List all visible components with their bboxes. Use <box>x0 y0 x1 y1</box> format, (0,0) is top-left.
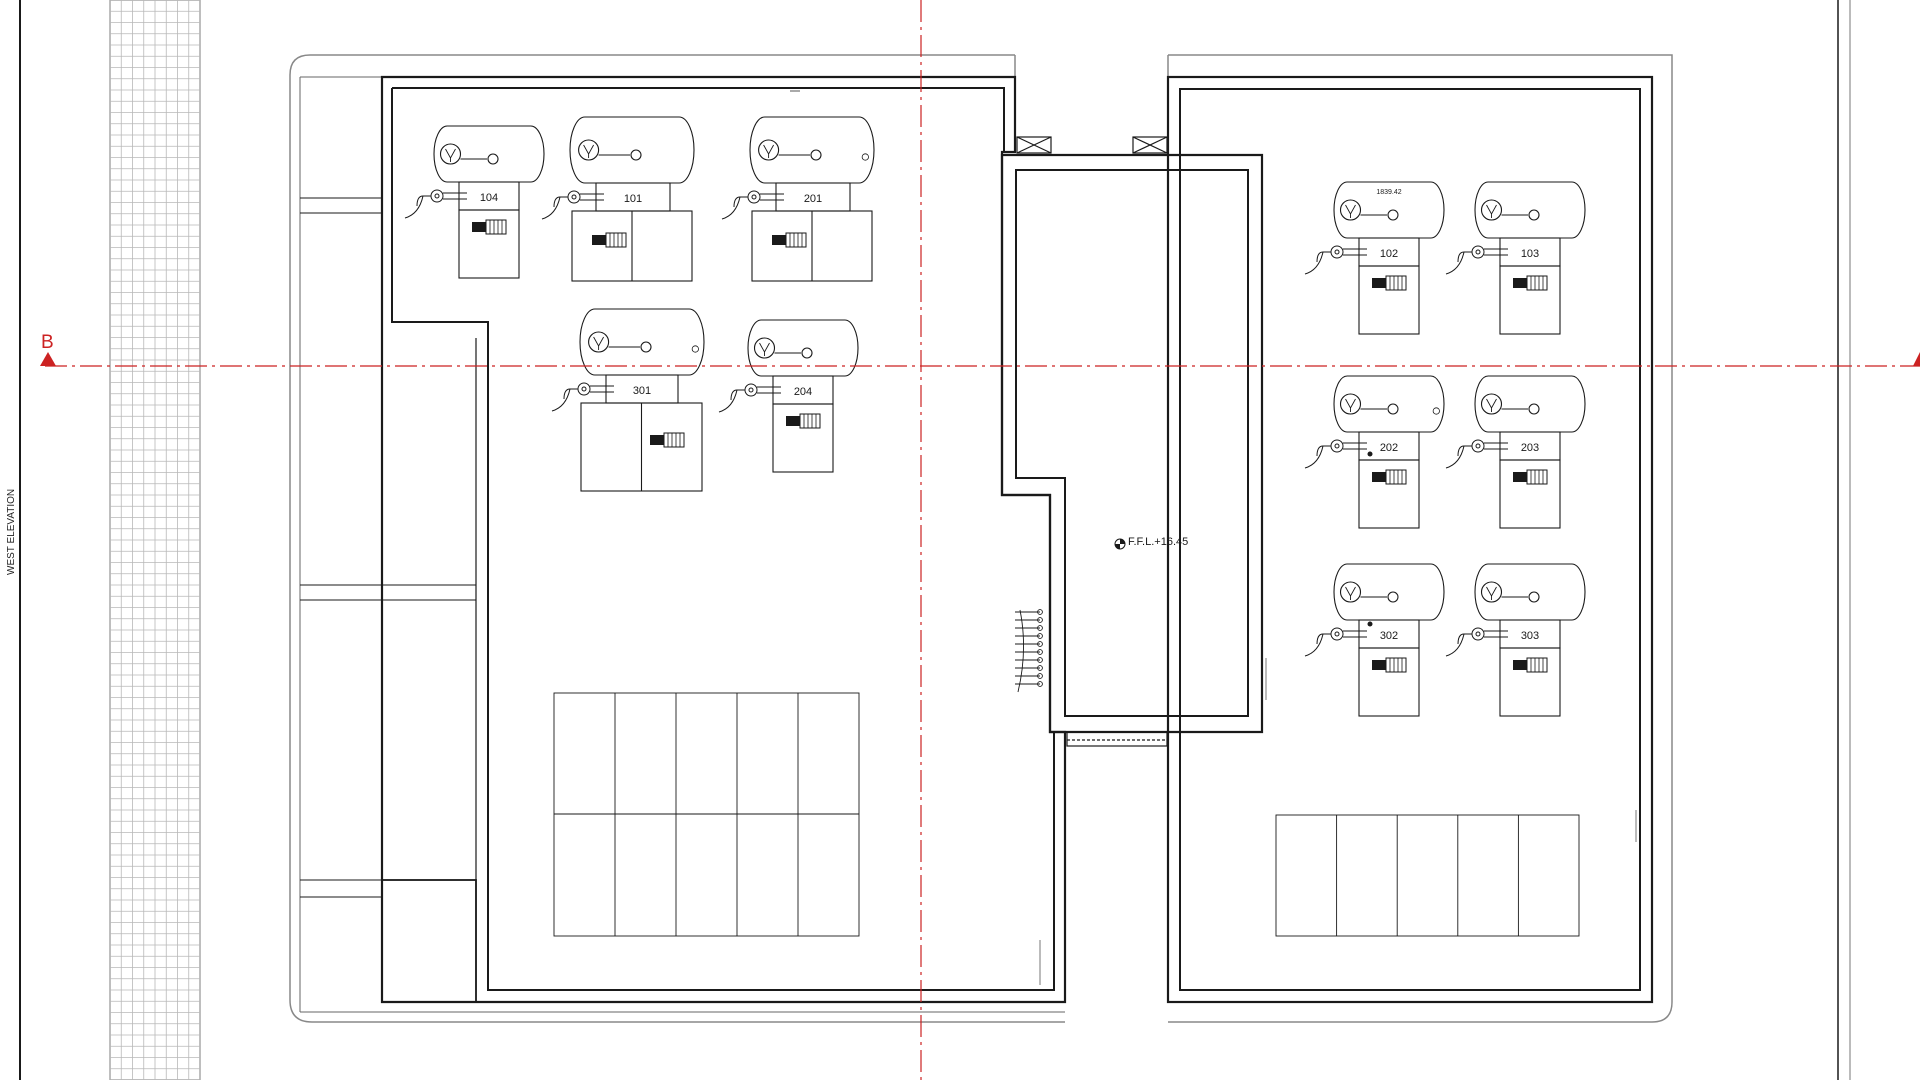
section-marker-arrow-right <box>1913 352 1920 366</box>
section-marker-arrow <box>40 352 56 366</box>
section-marker-letter: B <box>41 332 54 353</box>
left-block <box>289 54 1067 1023</box>
unit-label: 101 <box>624 193 642 205</box>
central-core <box>1000 153 1267 734</box>
pipe-bundle <box>1015 609 1043 693</box>
unit-101: 101 <box>541 116 695 282</box>
unit-203: 203 <box>1445 375 1586 529</box>
unit-104: 104 <box>404 125 545 279</box>
units-right-block: 102 1839.42 103 202 203 302 303 <box>1304 181 1586 717</box>
tank-annotation: 1839.42 <box>1376 189 1401 196</box>
floor-level-label: F.F.L.+16.45 <box>1128 536 1188 548</box>
unit-label: 202 <box>1380 442 1398 454</box>
unit-label: 203 <box>1521 442 1539 454</box>
unit-label: 301 <box>633 385 651 397</box>
floor-level-marker <box>1114 538 1126 550</box>
unit-102: 102 1839.42 <box>1304 181 1445 335</box>
unit-303: 303 <box>1445 563 1586 717</box>
unit-302: 302 <box>1304 563 1445 717</box>
unit-label: 201 <box>804 193 822 205</box>
pallet-grid-left <box>553 692 860 937</box>
unit-202: 202 <box>1304 375 1445 529</box>
elevation-label: WEST ELEVATION <box>6 489 17 575</box>
unit-201: 201 <box>721 116 875 282</box>
pallet-grid-right <box>1275 814 1580 937</box>
unit-label: 102 <box>1380 248 1398 260</box>
unit-301: 301 <box>551 308 705 492</box>
unit-label: 302 <box>1380 630 1398 642</box>
section-line <box>40 0 1920 1080</box>
unit-label: 104 <box>480 192 498 204</box>
right-block <box>1166 54 1673 1023</box>
unit-label: 303 <box>1521 630 1539 642</box>
unit-103: 103 <box>1445 181 1586 335</box>
units-left-block: 104 101 201 301 204 <box>404 116 875 492</box>
unit-label: 204 <box>794 386 812 398</box>
unit-204: 204 <box>718 319 859 473</box>
grid-strip <box>109 0 201 1080</box>
unit-label: 103 <box>1521 248 1539 260</box>
